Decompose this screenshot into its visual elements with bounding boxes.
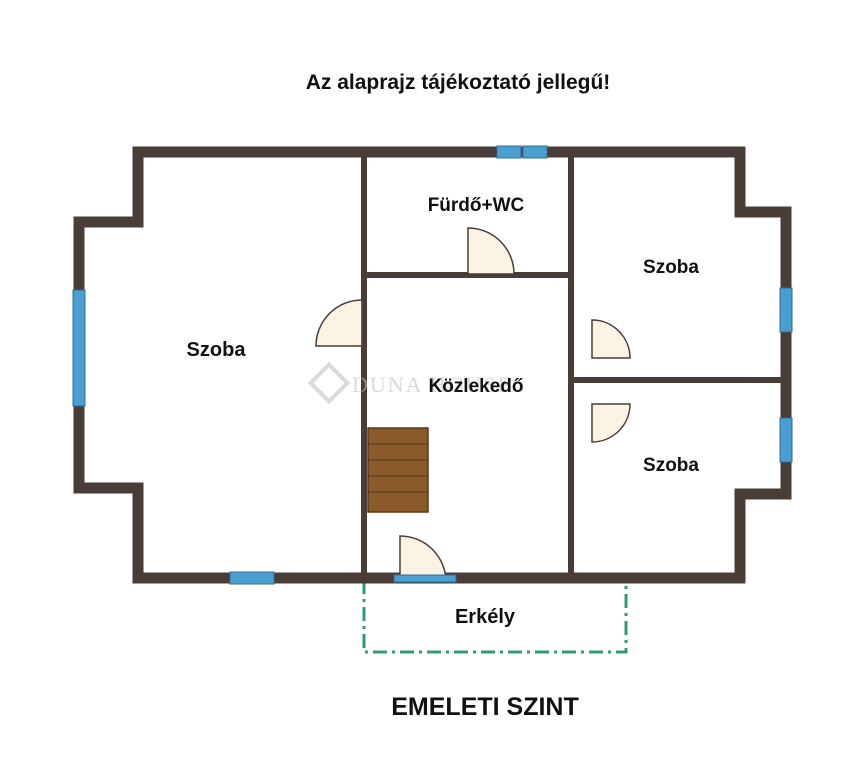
room-label-balcony: Erkély: [455, 606, 516, 628]
level-title: EMELETI SZINT: [391, 693, 579, 721]
window-left: [72, 289, 86, 407]
interior-walls: [361, 152, 786, 578]
balcony-outline: [362, 580, 628, 654]
room-label-right-bottom: Szoba: [643, 455, 699, 476]
room-label-bathroom: Fürdő+WC: [428, 195, 525, 216]
outer-wall: [73, 146, 792, 584]
room-label-right-top: Szoba: [643, 257, 699, 278]
window-bottom: [229, 571, 275, 585]
door-right-top-room: [591, 319, 631, 359]
watermark: DUNA HOUSE: [307, 361, 513, 405]
disclaimer-text: Az alaprajz tájékoztató jellegű!: [306, 71, 611, 94]
door-left-room: [315, 299, 363, 347]
window-top-1: [496, 145, 522, 159]
window-right-top: [779, 287, 793, 333]
doors: [315, 227, 631, 583]
door-bathroom: [467, 227, 515, 275]
watermark-logo-icon: [307, 361, 351, 405]
room-label-left: Szoba: [187, 339, 247, 361]
window-right-bottom: [779, 417, 793, 463]
window-top-2: [522, 145, 548, 159]
door-right-bottom-room: [591, 403, 631, 443]
room-label-corridor: Közlekedő: [428, 376, 523, 397]
windows: [72, 145, 793, 585]
watermark-text: DUNA HOUSE: [352, 372, 513, 397]
stairs: [367, 427, 429, 513]
balcony-door-sill: [393, 574, 457, 583]
